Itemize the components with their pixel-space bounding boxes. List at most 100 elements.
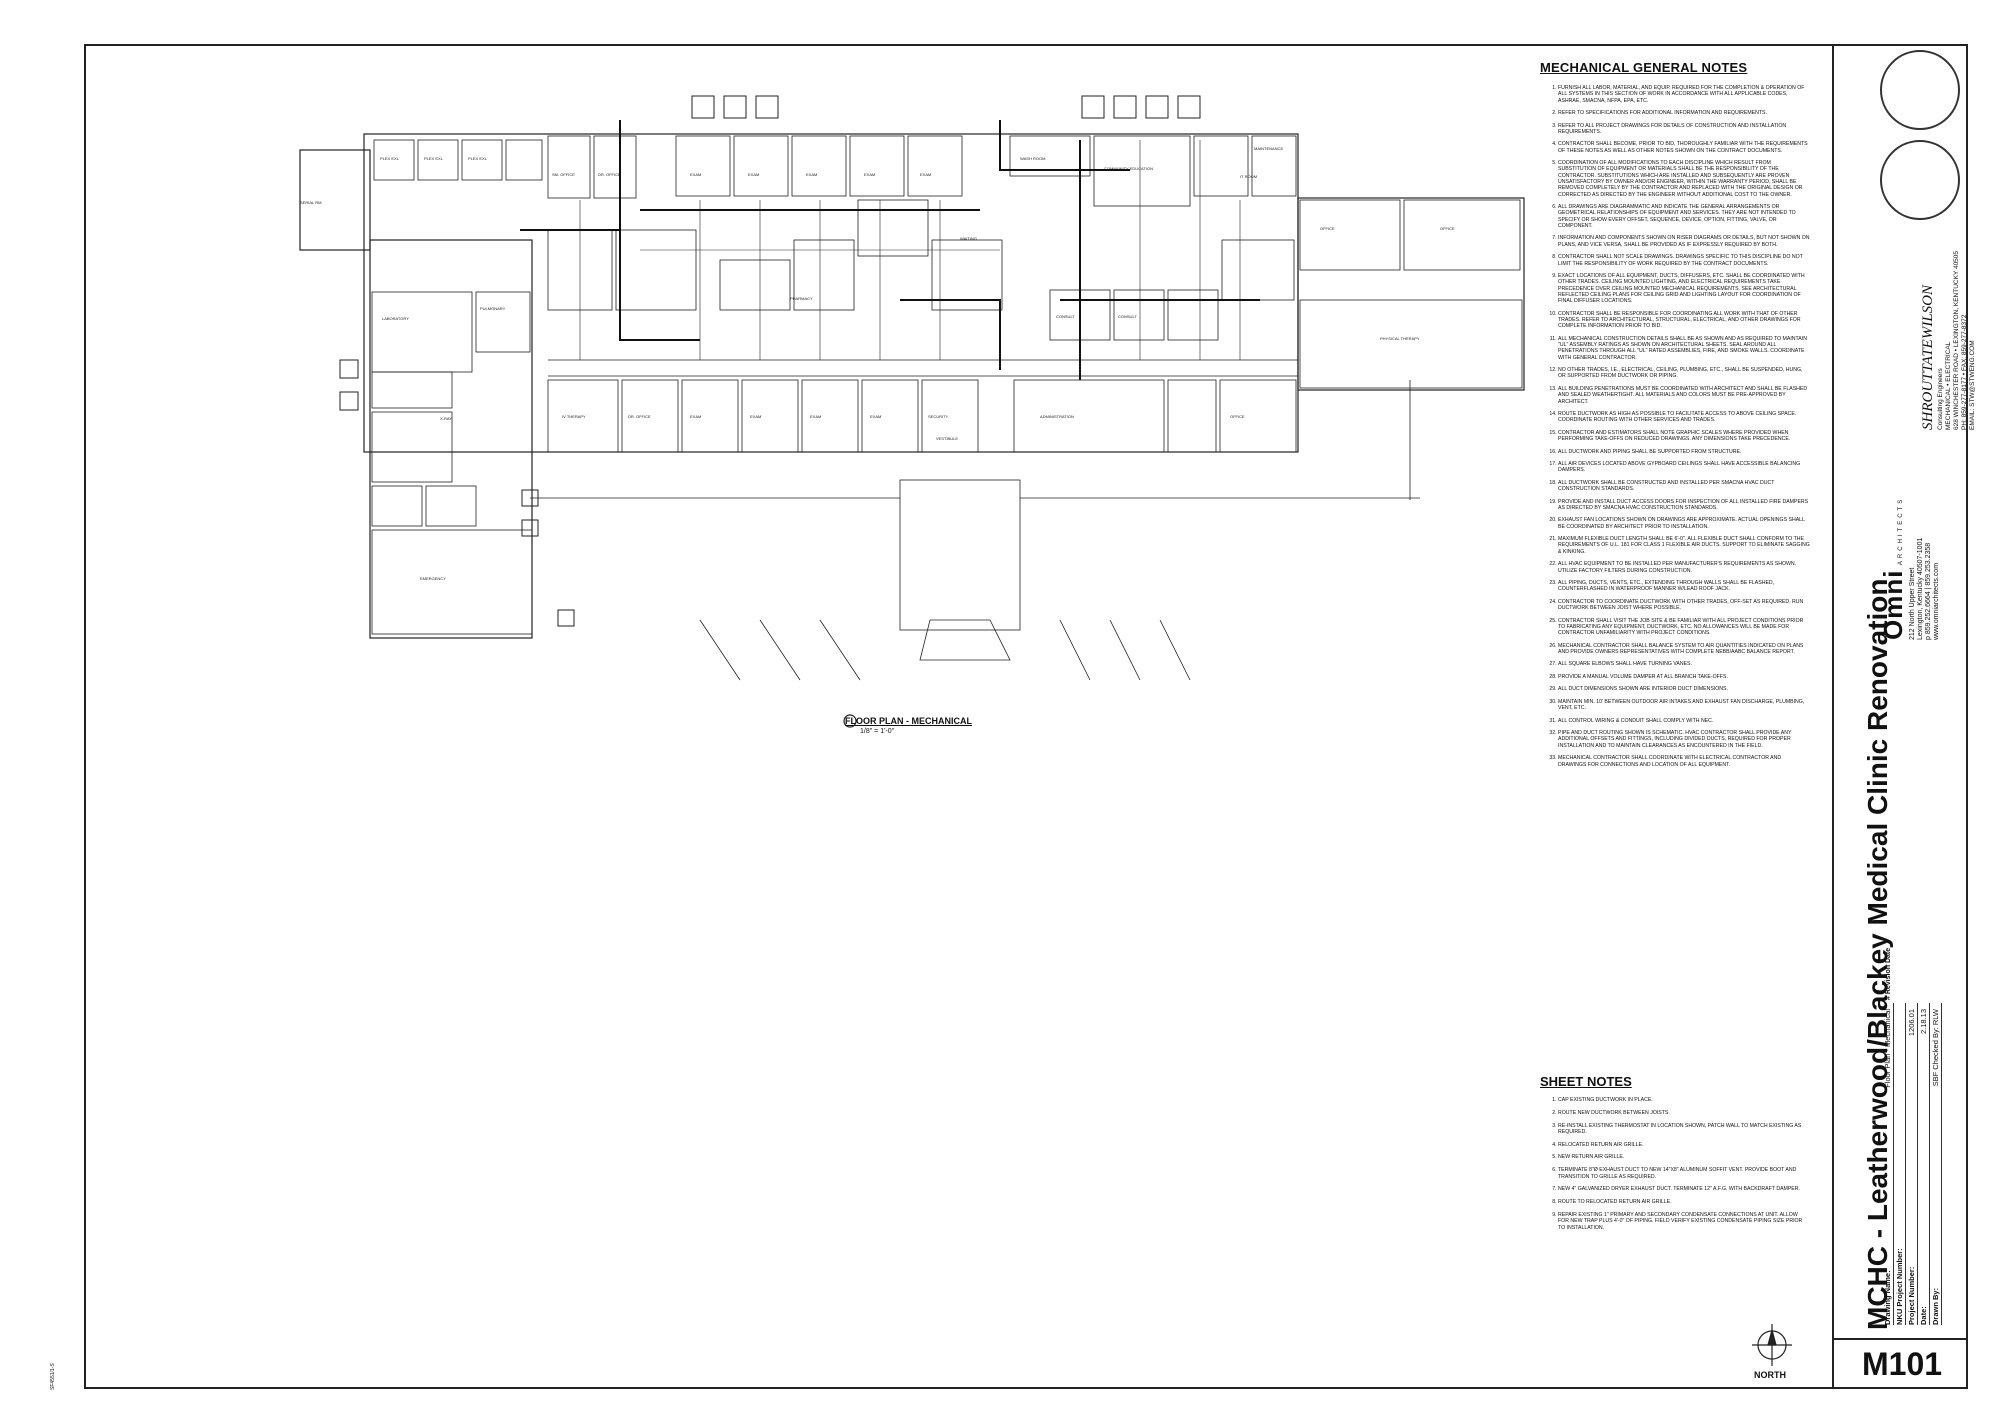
svg-text:EXAM: EXAM bbox=[806, 172, 817, 177]
architect-address-1: 212 North Upper Street bbox=[1909, 567, 1916, 640]
revision-header: # Revision Date bbox=[1885, 947, 1892, 1000]
note-item: FURNISH ALL LABOR, MATERIAL, AND EQUIP. … bbox=[1558, 85, 1810, 104]
sheet-notes-list: CAP EXISTING DUCTWORK IN PLACE. ROUTE NEW… bbox=[1540, 1097, 1810, 1231]
svg-text:DR. OFFICE: DR. OFFICE bbox=[598, 172, 621, 177]
note-item: PROVIDE A MANUAL VOLUME DAMPER AT ALL BR… bbox=[1558, 674, 1810, 680]
engineer-block: SHROUTTATEWILSON Consulting Engineers ME… bbox=[1920, 251, 1977, 430]
info-row: NKU Project Number: bbox=[1894, 1003, 1906, 1325]
note-item: CONTRACTOR SHALL VISIT THE JOB SITE & BE… bbox=[1558, 618, 1810, 637]
svg-text:IV THERAPY: IV THERAPY bbox=[562, 414, 586, 419]
title-block bbox=[1832, 44, 1968, 1389]
svg-text:EXAM: EXAM bbox=[864, 172, 875, 177]
svg-text:OFFICE: OFFICE bbox=[1440, 226, 1455, 231]
svg-text:PHARMACY: PHARMACY bbox=[790, 296, 813, 301]
note-item: REFER TO SPECIFICATIONS FOR ADDITIONAL I… bbox=[1558, 110, 1810, 116]
svg-text:CONSULT: CONSULT bbox=[1118, 314, 1137, 319]
sheet-number: M101 bbox=[1862, 1346, 1943, 1382]
svg-text:EMERGENCY: EMERGENCY bbox=[420, 576, 446, 581]
info-value bbox=[1894, 1003, 1905, 1205]
engineer-tagline: Consulting Engineers bbox=[1937, 368, 1944, 430]
architect-address-2: Lexington, Kentucky 40507-1001 bbox=[1917, 537, 1924, 640]
info-label: Drawn By: bbox=[1931, 1287, 1940, 1325]
note-item: REPAIR EXISTING 1" PRIMARY AND SECONDARY… bbox=[1558, 1212, 1810, 1231]
architect-seal bbox=[1880, 140, 1960, 220]
note-item: ALL HVAC EQUIPMENT TO BE INSTALLED PER M… bbox=[1558, 561, 1810, 574]
sheet-notes-title: SHEET NOTES bbox=[1540, 1074, 1632, 1089]
drawing-info-rows: Drawing Name: Floor Plan - Mechanical NK… bbox=[1882, 1003, 1942, 1325]
left-wing bbox=[369, 239, 533, 639]
note-item: NEW RETURN AIR GRILLE. bbox=[1558, 1154, 1810, 1160]
svg-text:ADMINISTRATION: ADMINISTRATION bbox=[1040, 414, 1074, 419]
note-item: CONTRACTOR TO COORDINATE DUCTWORK WITH O… bbox=[1558, 599, 1810, 612]
info-value: Floor Plan - Mechanical bbox=[1883, 1009, 1892, 1088]
engineer-line3: PH: 859-277-8177 • FAX: 859-277-8372 bbox=[1961, 314, 1968, 430]
svg-text:EXAM: EXAM bbox=[690, 172, 701, 177]
svg-text:MAINTENANCE: MAINTENANCE bbox=[1254, 146, 1283, 151]
svg-text:LABORATORY: LABORATORY bbox=[382, 316, 409, 321]
note-item: MAXIMUM FLEXIBLE DUCT LENGTH SHALL BE 6'… bbox=[1558, 536, 1810, 555]
svg-text:EXAM: EXAM bbox=[920, 172, 931, 177]
svg-text:EXAM: EXAM bbox=[810, 414, 821, 419]
svg-text:WASH ROOM: WASH ROOM bbox=[1020, 156, 1045, 161]
note-item: ROUTE NEW DUCTWORK BETWEEN JOISTS. bbox=[1558, 1110, 1810, 1116]
plan-title: FLOOR PLAN - MECHANICAL bbox=[845, 716, 972, 726]
note-item: ALL BUILDING PENETRATIONS MUST BE COORDI… bbox=[1558, 386, 1810, 405]
architect-sub: ARCHITECTS bbox=[1898, 496, 1904, 566]
engineer-seal bbox=[1880, 50, 1960, 130]
note-item: ALL SQUARE ELBOWS SHALL HAVE TURNING VAN… bbox=[1558, 661, 1810, 667]
engineer-line1: MECHANICAL • ELECTRICAL bbox=[1945, 341, 1952, 430]
plan-number-circle bbox=[843, 714, 857, 728]
note-item: PIPE AND DUCT ROUTING SHOWN IS SCHEMATIC… bbox=[1558, 730, 1810, 749]
notes-title: MECHANICAL GENERAL NOTES bbox=[1540, 60, 1748, 75]
info-row: Date: 2.18.13 bbox=[1918, 1003, 1930, 1325]
note-item: CAP EXISTING DUCTWORK IN PLACE. bbox=[1558, 1097, 1810, 1103]
building-outline bbox=[363, 133, 1299, 453]
note-item: TERMINATE 8"Ø EXHAUST DUCT TO NEW 14"x8"… bbox=[1558, 1167, 1810, 1180]
svg-text:EXAM: EXAM bbox=[748, 172, 759, 177]
svg-text:COMMUNITY EDUCATION: COMMUNITY EDUCATION bbox=[1104, 166, 1153, 171]
svg-text:EXAM: EXAM bbox=[690, 414, 701, 419]
note-item: CONTRACTOR AND ESTIMATORS SHALL NOTE GRA… bbox=[1558, 430, 1810, 443]
info-value: SBF Checked By: RLW bbox=[1931, 1009, 1940, 1087]
info-row: Project Number: 1206.01 bbox=[1906, 1003, 1918, 1325]
note-item: PROVIDE AND INSTALL DUCT ACCESS DOORS FO… bbox=[1558, 499, 1810, 512]
plan-scale: 1/8" = 1'-0" bbox=[860, 728, 895, 735]
note-item: EXACT LOCATIONS OF ALL EQUIPMENT, DUCTS,… bbox=[1558, 273, 1810, 304]
north-label: NORTH bbox=[1754, 1370, 1786, 1380]
engineer-name: SHROUTTATEWILSON bbox=[1920, 284, 1936, 430]
note-item: CONTRACTOR SHALL BECOME, PRIOR TO BID, T… bbox=[1558, 141, 1810, 154]
note-item: REFER TO ALL PROJECT DRAWINGS FOR DETAIL… bbox=[1558, 123, 1810, 136]
svg-text:DR. OFFICE: DR. OFFICE bbox=[628, 414, 651, 419]
svg-text:EXAM: EXAM bbox=[750, 414, 761, 419]
note-item: ALL DUCT DIMENSIONS SHOWN ARE INTERIOR D… bbox=[1558, 686, 1810, 692]
note-item: ALL CONTROL WIRING & CONDUIT SHALL COMPL… bbox=[1558, 718, 1810, 724]
note-item: COORDINATION OF ALL MODIFICATIONS TO EAC… bbox=[1558, 160, 1810, 198]
info-row: Drawn By: SBF Checked By: RLW bbox=[1930, 1003, 1942, 1325]
info-label: Project Number: bbox=[1907, 1266, 1916, 1325]
info-label: Date: bbox=[1919, 1306, 1928, 1325]
info-value: 1206.01 bbox=[1907, 1009, 1916, 1037]
engineer-line4: EMAIL: STW@STWENG.COM bbox=[1969, 340, 1976, 430]
svg-text:PHYSICAL THERAPY: PHYSICAL THERAPY bbox=[1380, 336, 1420, 341]
note-item: ALL DUCTWORK SHALL BE CONSTRUCTED AND IN… bbox=[1558, 480, 1810, 493]
sheet-border bbox=[84, 44, 1968, 1389]
architect-address-3: p 859.252.6664 | 859.253.2358 bbox=[1925, 542, 1932, 640]
note-item: RE-INSTALL EXISTING THERMOSTAT IN LOCATI… bbox=[1558, 1123, 1810, 1136]
exterior-bay bbox=[299, 149, 371, 251]
note-item: ALL PIPING, DUCTS, VENTS, ETC., EXTENDIN… bbox=[1558, 580, 1810, 593]
note-item: MAINTAIN MIN. 10' BETWEEN OUTDOOR AIR IN… bbox=[1558, 699, 1810, 712]
info-row: Drawing Name: Floor Plan - Mechanical bbox=[1882, 1003, 1894, 1325]
info-label: NKU Project Number: bbox=[1895, 1248, 1904, 1325]
svg-text:CONSULT: CONSULT bbox=[1056, 314, 1075, 319]
svg-text:VESTIBULE: VESTIBULE bbox=[936, 436, 958, 441]
engineer-line2: 628 WINCHESTER ROAD • LEXINGTON, KENTUCK… bbox=[1953, 250, 1960, 430]
sheet-notes: SHEET NOTES CAP EXISTING DUCTWORK IN PLA… bbox=[1540, 1074, 1810, 1237]
note-item: CONTRACTOR SHALL BE RESPONSIBLE FOR COOR… bbox=[1558, 311, 1810, 330]
svg-text:PULMONARY: PULMONARY bbox=[480, 306, 506, 311]
svg-text:PLEX EXL: PLEX EXL bbox=[468, 156, 488, 161]
svg-text:EXAM: EXAM bbox=[870, 414, 881, 419]
note-item: CONTRACTOR SHALL NOT SCALE DRAWINGS. DRA… bbox=[1558, 254, 1810, 267]
svg-text:SECURITY: SECURITY bbox=[928, 414, 949, 419]
svg-text:IT ROOM: IT ROOM bbox=[1240, 174, 1257, 179]
